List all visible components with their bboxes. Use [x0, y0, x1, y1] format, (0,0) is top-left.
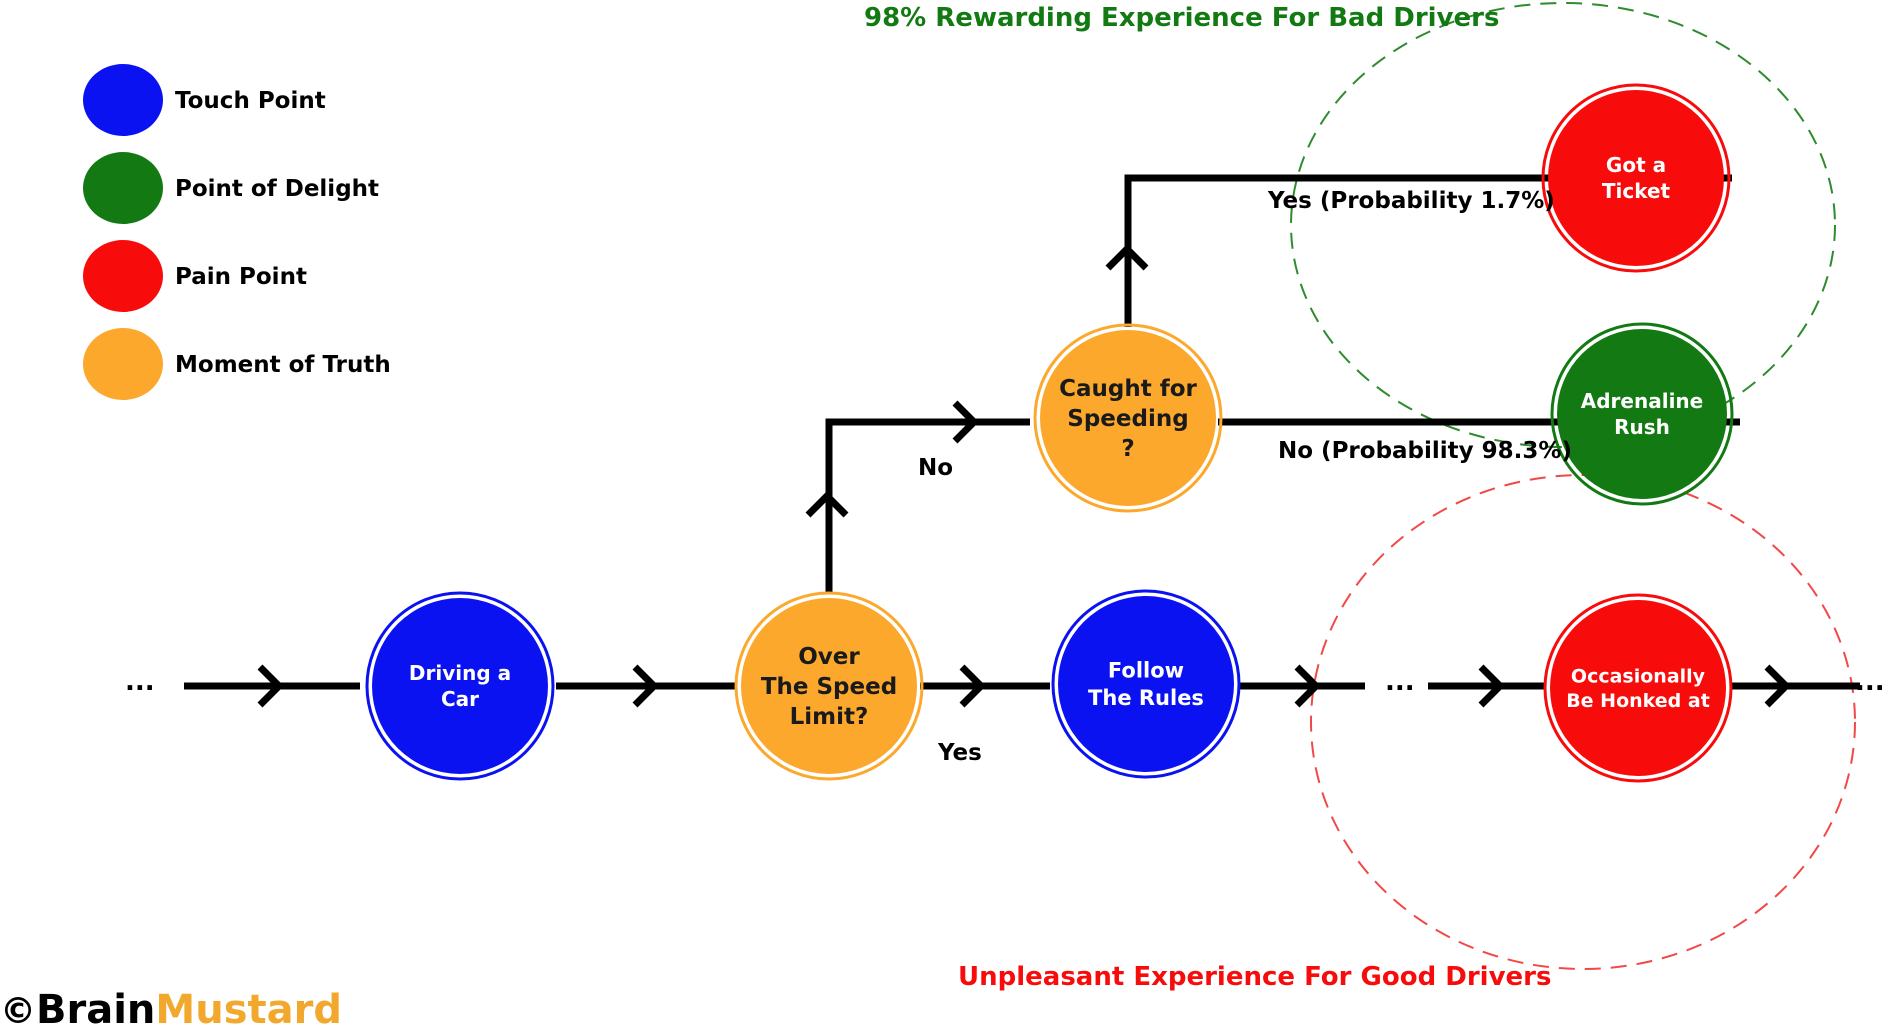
node-label-line: Caught for	[1059, 376, 1197, 402]
node-ring	[365, 591, 555, 781]
arrowhead	[805, 491, 849, 518]
edge-label-yes-probability: Yes (Probability 1.7%)	[1267, 188, 1555, 214]
node-label-line: The Speed	[761, 674, 897, 700]
node-ring	[1550, 322, 1734, 506]
node-label-line: Rush	[1614, 415, 1670, 439]
node-circle	[1548, 90, 1724, 266]
edge-label-no-probability: No (Probability 98.3%)	[1278, 438, 1572, 464]
brand-name-part2: Mustard	[155, 987, 342, 1027]
arrowhead	[952, 400, 979, 444]
node-label-line: Speeding	[1067, 406, 1188, 432]
node-circle	[1058, 596, 1234, 772]
legend-swatch-point-of-delight	[83, 152, 163, 224]
node-circle	[741, 598, 917, 774]
node-ring	[1051, 589, 1241, 779]
node-label-line: Be Honked at	[1566, 690, 1710, 712]
node-label-line: Over	[798, 644, 860, 670]
legend-label-point-of-delight: Point of Delight	[175, 176, 379, 202]
ellipsis-left: ...	[125, 667, 155, 697]
node-circle	[372, 598, 548, 774]
ellipsis-middle: ...	[1385, 667, 1415, 697]
brand-logo: ©BrainMustard	[0, 987, 342, 1027]
legend-swatch-moment-of-truth	[83, 328, 163, 400]
node-label-line: Driving a	[409, 661, 511, 685]
legend-label-pain-point: Pain Point	[175, 264, 307, 290]
arrowhead	[632, 664, 659, 708]
arrowheads	[257, 244, 1791, 708]
legend-label-touch-point: Touch Point	[175, 88, 326, 114]
branch-no-line	[825, 418, 1030, 592]
legend-swatch-pain-point	[83, 240, 163, 312]
edge-label-no: No	[918, 455, 953, 481]
node-label-line: Got a	[1606, 153, 1666, 177]
node-label-line: The Rules	[1088, 686, 1204, 710]
brand-copyright: ©	[0, 991, 36, 1027]
node-label-line: Ticket	[1602, 179, 1671, 203]
arrowhead	[1294, 664, 1321, 708]
arrowhead	[257, 664, 284, 708]
node-ring	[1541, 83, 1731, 273]
node-label-line: Occasionally	[1571, 665, 1706, 687]
arrowhead	[1105, 244, 1149, 271]
brand-name-part1: Brain	[36, 987, 155, 1027]
node-circle	[1550, 600, 1726, 776]
legend-swatch-touch-point	[83, 64, 163, 136]
node-label-line: Car	[441, 687, 479, 711]
node-label-line: Limit?	[790, 704, 869, 730]
branch-yes-line	[1124, 174, 1732, 327]
legend-label-moment-of-truth: Moment of Truth	[175, 352, 391, 378]
edge-label-yes: Yes	[937, 740, 982, 766]
rewarding-zone-circle	[1290, 2, 1836, 448]
node-label-line: Adrenaline	[1581, 389, 1703, 413]
arrowhead	[1478, 664, 1505, 708]
node-circle	[1557, 329, 1727, 499]
node-ring	[734, 591, 924, 781]
node-ring	[1543, 593, 1733, 783]
node-label-line: ?	[1121, 436, 1134, 462]
arrowhead	[1764, 664, 1791, 708]
node-label-line: Follow	[1108, 659, 1184, 683]
rewarding-zone-title: 98% Rewarding Experience For Bad Drivers	[864, 3, 1499, 33]
arrowhead	[959, 664, 986, 708]
node-honked: Occasionally Be Honked at	[1543, 593, 1733, 783]
unpleasant-zone-title: Unpleasant Experience For Good Drivers	[958, 962, 1551, 992]
node-circle	[1040, 330, 1216, 506]
node-ring	[1033, 323, 1223, 513]
ellipsis-right: ...	[1855, 667, 1885, 697]
